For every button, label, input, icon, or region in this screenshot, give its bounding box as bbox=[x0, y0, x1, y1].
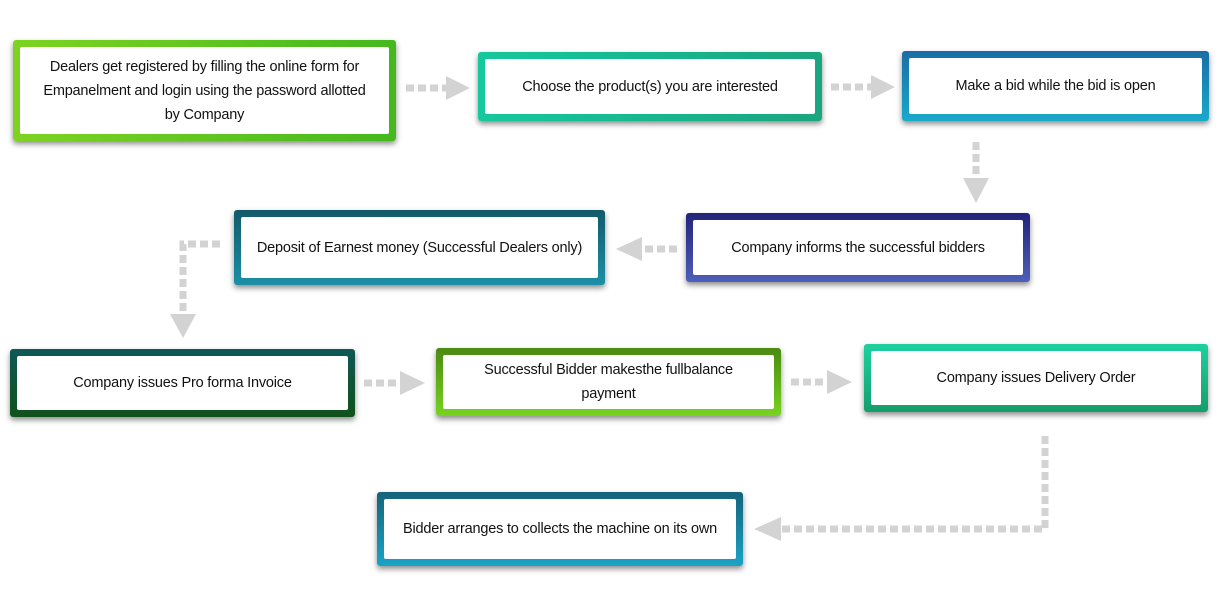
step-delivery-order: Company issues Delivery Order bbox=[864, 344, 1208, 412]
step-label: Bidder arranges to collects the machine … bbox=[384, 499, 736, 559]
connector-arrowhead-5-6 bbox=[170, 314, 196, 338]
connector-arrowhead-4-5 bbox=[616, 237, 642, 261]
step-choose-product: Choose the product(s) you are interested bbox=[478, 52, 822, 121]
connector-arrowhead-8-9 bbox=[754, 517, 781, 541]
step-label: Company issues Pro forma Invoice bbox=[17, 356, 348, 410]
connector-arrowhead-6-7 bbox=[400, 371, 425, 395]
step-proforma-invoice: Company issues Pro forma Invoice bbox=[10, 349, 355, 417]
step-label: Company informs the successful bidders bbox=[693, 220, 1023, 275]
step-make-bid: Make a bid while the bid is open bbox=[902, 51, 1209, 121]
step-deposit-earnest-money: Deposit of Earnest money (Successful Dea… bbox=[234, 210, 605, 285]
step-collect-machine: Bidder arranges to collects the machine … bbox=[377, 492, 743, 566]
connector-arrowhead-2-3 bbox=[871, 75, 895, 99]
connector-arrowhead-7-8 bbox=[827, 370, 852, 394]
connector-arrowhead-3-4 bbox=[963, 178, 989, 203]
step-inform-bidders: Company informs the successful bidders bbox=[686, 213, 1030, 282]
step-label: Dealers get registered by filling the on… bbox=[20, 47, 389, 134]
connector-arrowhead-1-2 bbox=[446, 76, 470, 100]
step-label: Deposit of Earnest money (Successful Dea… bbox=[241, 217, 598, 278]
step-label: Choose the product(s) you are interested bbox=[485, 59, 815, 114]
step-label: Make a bid while the bid is open bbox=[909, 58, 1202, 114]
connector-line-8-9 bbox=[781, 436, 1049, 533]
step-label: Company issues Delivery Order bbox=[871, 351, 1201, 405]
step-full-payment: Successful Bidder makesthe fullbalance p… bbox=[436, 348, 781, 416]
connector-line-5-6 bbox=[179, 240, 220, 314]
step-register-dealers: Dealers get registered by filling the on… bbox=[13, 40, 396, 141]
step-label: Successful Bidder makesthe fullbalance p… bbox=[443, 355, 774, 409]
